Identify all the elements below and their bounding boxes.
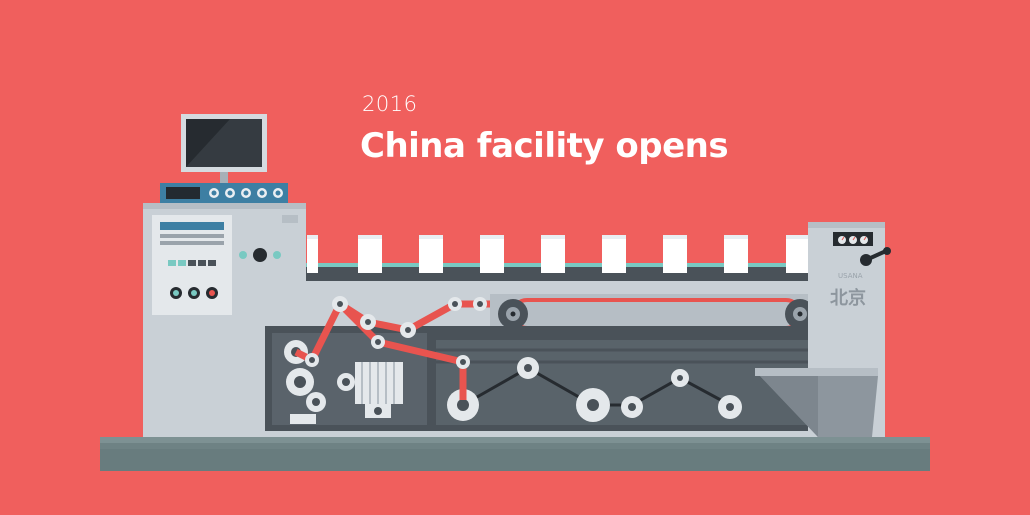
bottle-icon xyxy=(307,235,318,273)
gear-icon xyxy=(286,368,314,396)
gear-icon xyxy=(332,296,348,312)
right-column-top xyxy=(808,222,885,228)
gear-icon xyxy=(305,353,319,367)
base-slab-texture xyxy=(100,449,930,471)
brand-label: USANA xyxy=(838,272,863,280)
gear-icon xyxy=(718,395,742,419)
bottle-icon xyxy=(419,235,443,273)
gear-icon xyxy=(621,396,643,418)
gear-mount xyxy=(290,414,316,424)
bottle-icon xyxy=(602,235,626,273)
bottle-icon xyxy=(663,235,687,273)
dial-icon xyxy=(833,232,873,246)
control-bar xyxy=(160,183,288,203)
gear-icon xyxy=(371,335,385,349)
bottle-icon xyxy=(541,235,565,273)
gear-icon xyxy=(400,322,416,338)
headline: China facility opens xyxy=(360,126,729,166)
gear-icon xyxy=(671,369,689,387)
bottle-icon xyxy=(724,235,748,273)
gear-icon xyxy=(448,297,462,311)
city-label: 北京 xyxy=(830,287,866,309)
bottle-icon xyxy=(358,235,382,273)
control-panel xyxy=(152,215,232,315)
monitor-icon xyxy=(181,114,267,184)
drive-chain xyxy=(462,366,731,407)
year-label: 2016 xyxy=(362,92,418,116)
bottle-icon xyxy=(480,235,504,273)
lever-icon xyxy=(860,247,891,266)
motor-icon xyxy=(355,362,403,418)
left-cabinet-top xyxy=(143,203,306,209)
output-hopper xyxy=(755,368,878,437)
gear-icon xyxy=(306,392,326,412)
gear-icon xyxy=(517,357,539,379)
gear-icon xyxy=(576,388,610,422)
gear-icon xyxy=(337,373,355,391)
gear-icon xyxy=(360,314,376,330)
gear-icon xyxy=(447,389,479,421)
gear-icon xyxy=(456,355,470,369)
gear-icon xyxy=(785,299,815,329)
bottle-icon xyxy=(786,235,808,273)
side-buttons xyxy=(239,215,298,262)
bottle-row xyxy=(307,235,808,273)
base-slab-top xyxy=(100,437,930,443)
gear-icon xyxy=(473,297,487,311)
gear-icon xyxy=(498,299,528,329)
